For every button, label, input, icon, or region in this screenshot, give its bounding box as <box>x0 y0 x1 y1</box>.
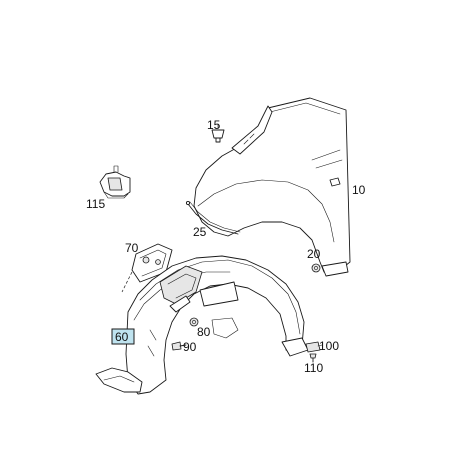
label-nut-80: 80 <box>197 325 211 339</box>
seal-strip-25-part[interactable] <box>185 200 241 235</box>
label-seal-strip-25: 25 <box>193 225 207 239</box>
highlight-box-60 <box>111 328 135 345</box>
label-screw-110: 110 <box>304 361 323 375</box>
label-clip-100: 100 <box>319 339 339 353</box>
fender-part[interactable] <box>193 97 351 277</box>
label-screw-90: 90 <box>183 340 197 354</box>
bolt-20-part[interactable] <box>311 263 321 273</box>
label-fender-10: 10 <box>352 183 366 197</box>
clip-15-part[interactable] <box>211 123 225 143</box>
nut-80-part[interactable] <box>189 317 199 327</box>
bracket-115-part[interactable] <box>99 165 131 199</box>
label-bracket-115: 115 <box>86 197 105 211</box>
screw-110-part[interactable] <box>309 353 317 363</box>
label-bracket-70: 70 <box>125 241 139 255</box>
screw-90-part[interactable] <box>171 341 187 351</box>
wheel-liner-part[interactable] <box>95 255 309 395</box>
fender-mount-bracket <box>231 105 273 155</box>
clip-100-part[interactable] <box>305 341 323 353</box>
label-wheel-liner-60[interactable]: 60 <box>115 330 129 344</box>
label-clip-15: 15 <box>207 118 221 132</box>
label-bolt-20: 20 <box>307 247 321 261</box>
